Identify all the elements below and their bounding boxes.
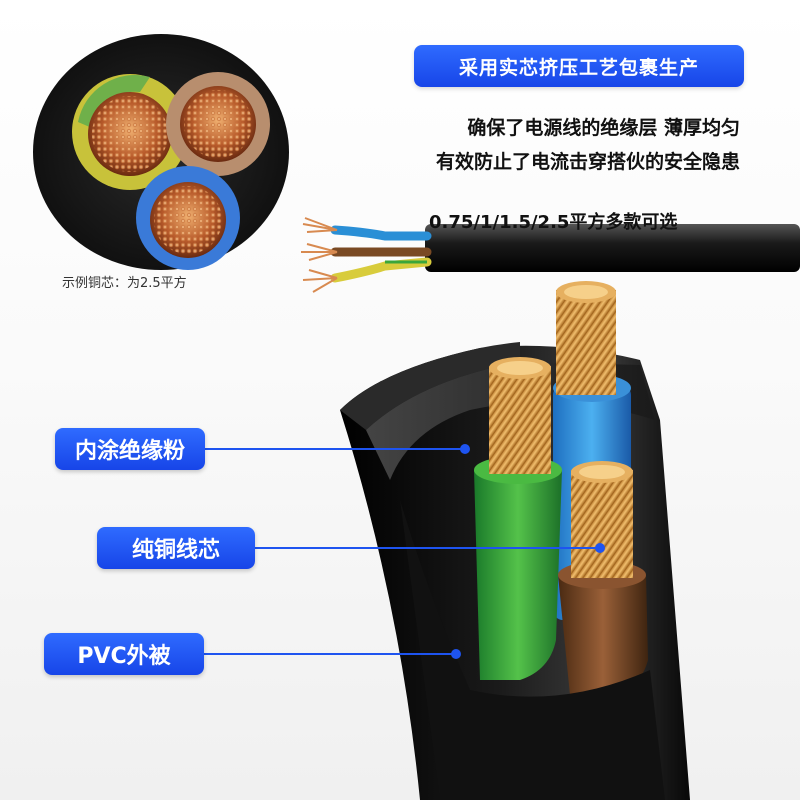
photo-caption: 示例铜芯：为2.5平方 xyxy=(62,276,187,291)
cross-section-options: 0.75/1/1.5/2.5平方多款可选 xyxy=(429,212,678,233)
cable-cutaway-illustration xyxy=(204,281,690,800)
pvc-sheath-label: PVC外被 xyxy=(44,633,204,675)
description-line-1: 确保了电源线的绝缘层 薄厚均匀 xyxy=(467,117,740,139)
stripped-cable-illustration xyxy=(301,217,800,293)
description-line-2: 有效防止了电流击穿搭伙的安全隐患 xyxy=(435,151,740,173)
pure-copper-core-label: 纯铜线芯 xyxy=(97,527,255,569)
process-title-badge: 采用实芯挤压工艺包裹生产 xyxy=(414,45,744,87)
cable-cross-section-photo xyxy=(33,34,289,270)
inner-insulation-powder-label: 内涂绝缘粉 xyxy=(55,428,205,470)
